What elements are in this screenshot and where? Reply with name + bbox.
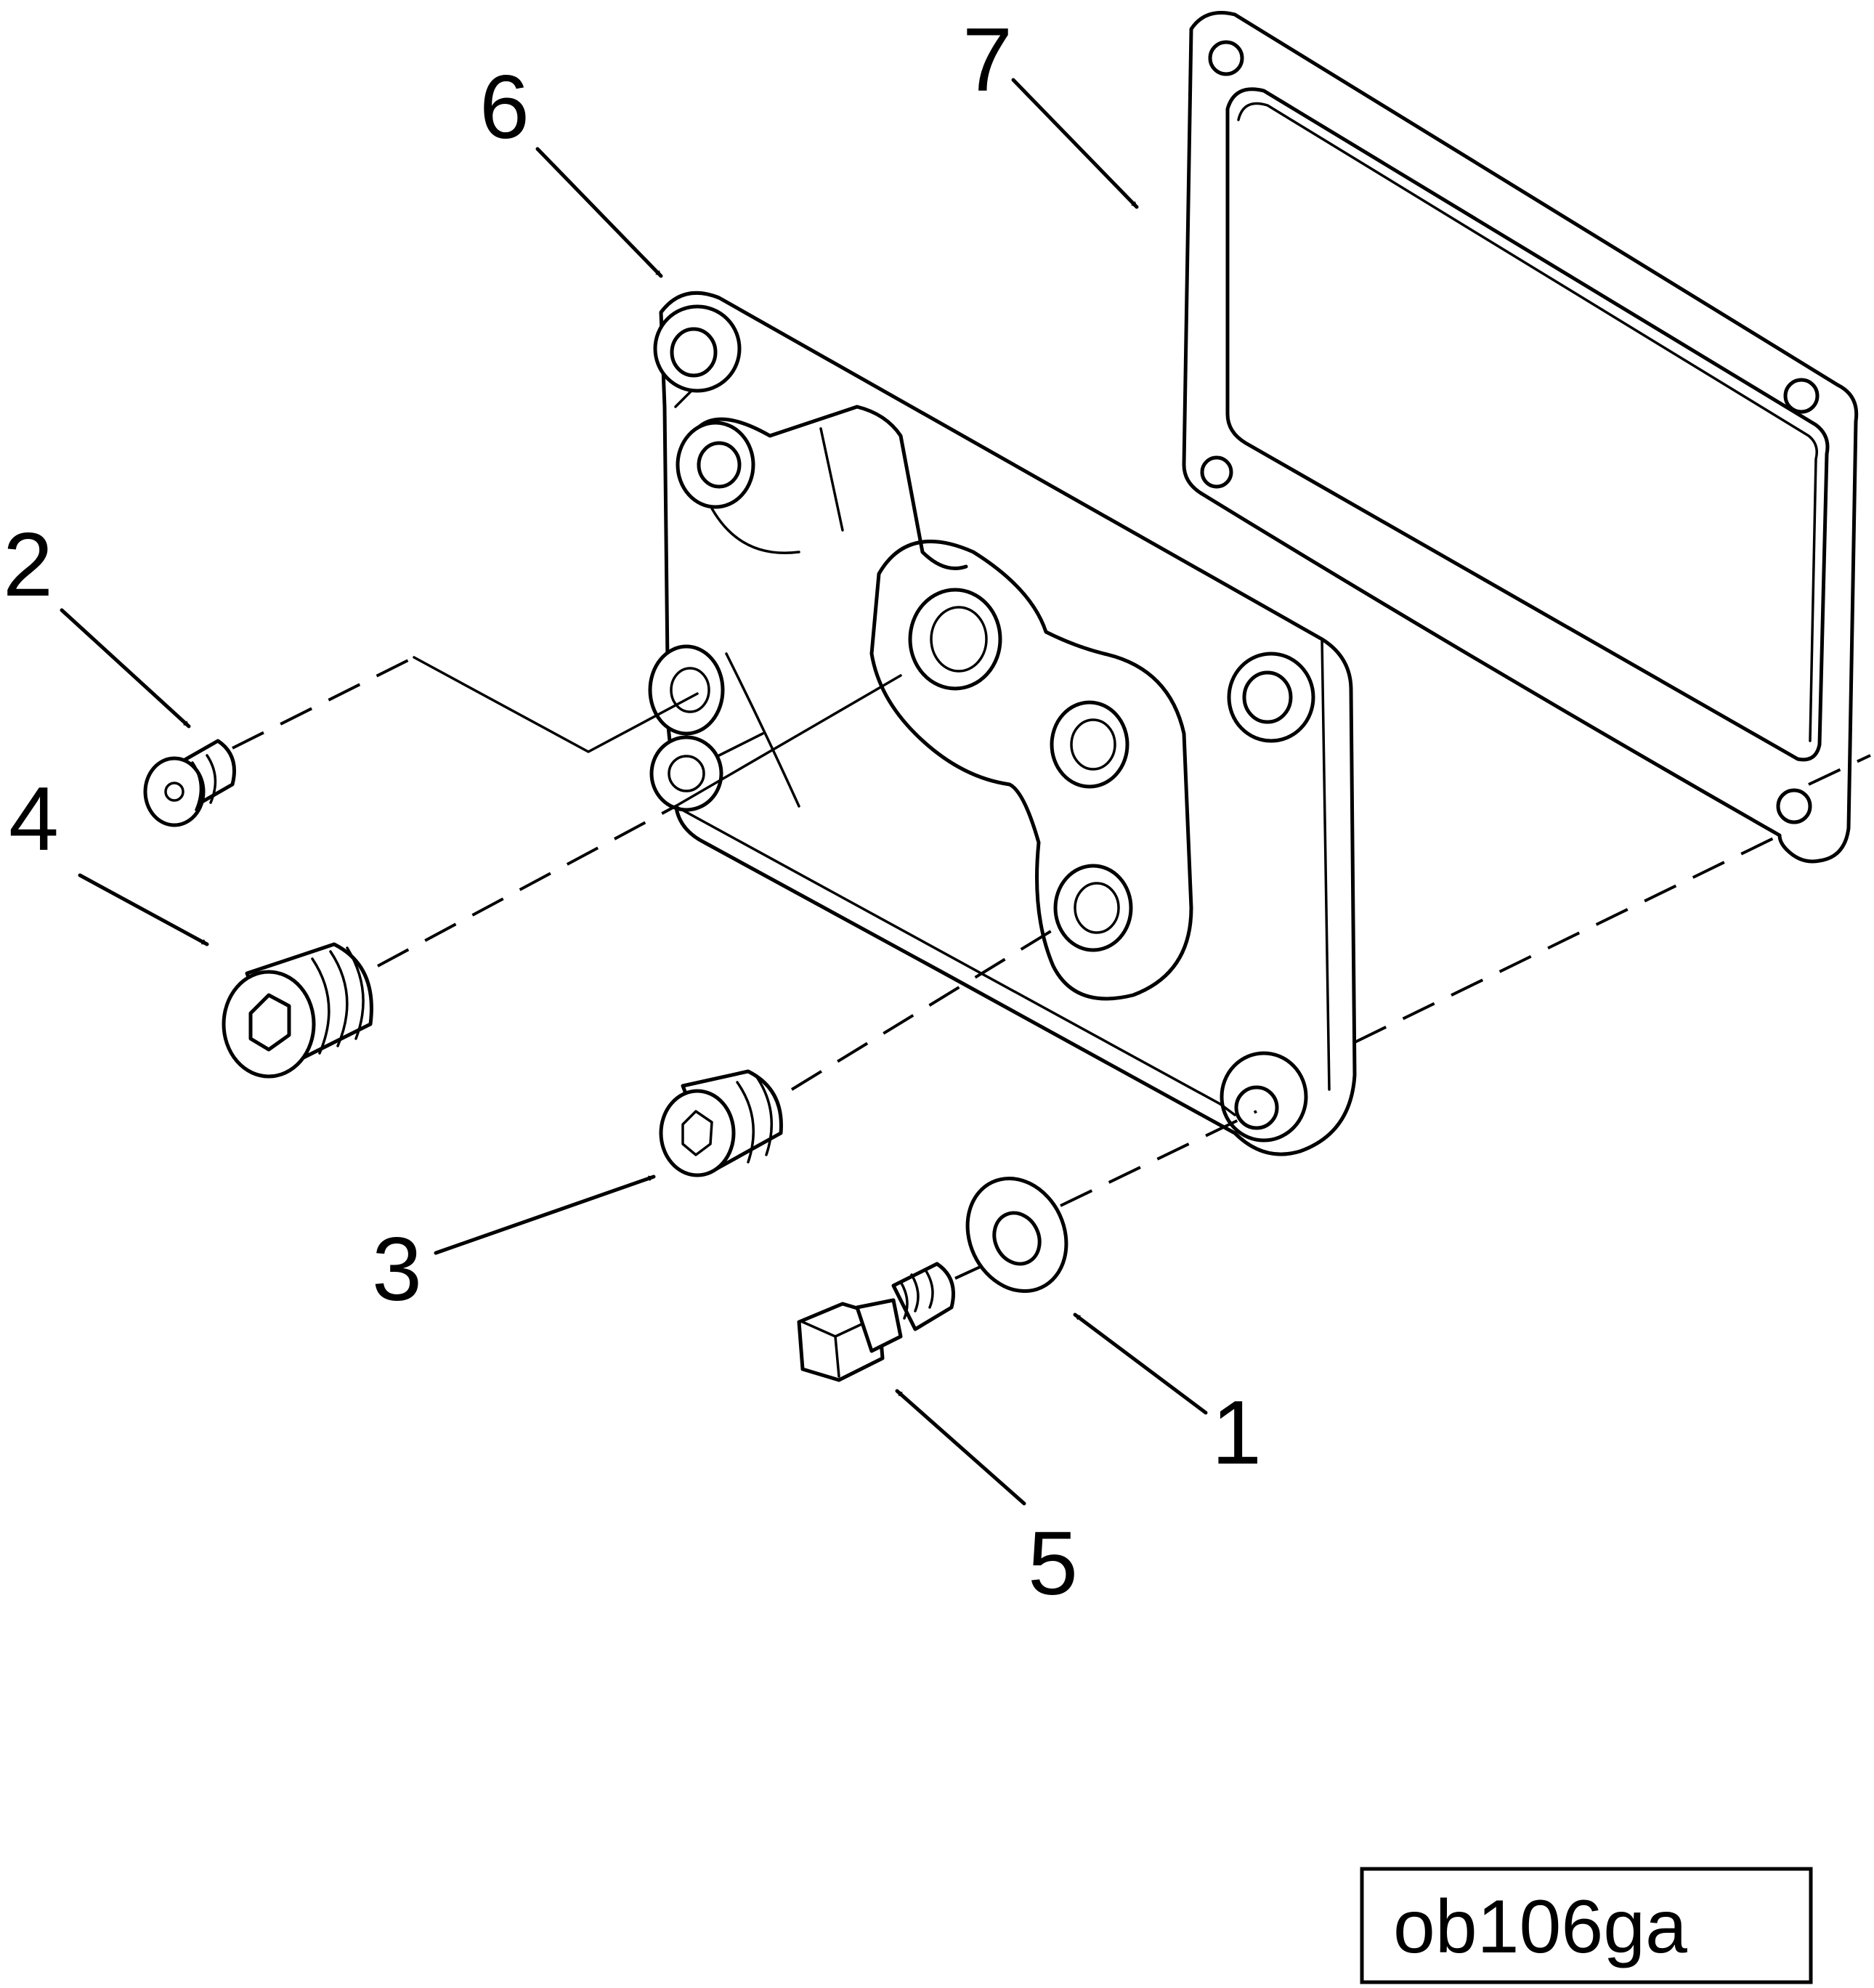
banjo-bolt: [797, 1262, 955, 1382]
mounting-boss: [1220, 1051, 1308, 1143]
callout-6: 6: [479, 57, 530, 158]
arrow-4: [78, 873, 209, 946]
small-plug: [143, 739, 236, 827]
reference-code: ob106ga: [1393, 1885, 1687, 1969]
arrow-2: [60, 608, 191, 729]
mounting-boss: [1227, 652, 1315, 743]
arrow-7: [1011, 78, 1139, 209]
large-plug: [222, 942, 373, 1079]
callout-arrows: [60, 78, 1208, 1506]
callout-2: 2: [3, 515, 53, 615]
gasket-bolt-hole: [1208, 40, 1244, 76]
medium-plug: [659, 1069, 783, 1177]
arrow-6: [535, 147, 663, 278]
washer: [965, 1176, 1068, 1294]
mounting-boss: [653, 304, 742, 393]
assembly-lines: [232, 656, 1871, 1280]
callout-labels: 1 2 3 4 5 6 7: [3, 10, 1262, 1614]
arrow-3: [434, 1174, 656, 1255]
arrow-1: [1073, 1313, 1208, 1415]
reference-code-box: ob106ga: [1360, 1867, 1813, 1984]
callout-4: 4: [9, 769, 59, 869]
gasket-bolt-hole: [1783, 378, 1820, 414]
cover-housing: [648, 291, 1357, 1156]
gasket-bolt-hole: [1200, 455, 1233, 489]
gasket-bolt-hole: [1776, 788, 1812, 824]
gasket: [1182, 11, 1859, 864]
callout-3: 3: [372, 1220, 422, 1320]
callout-5: 5: [1028, 1514, 1078, 1614]
callout-7: 7: [962, 10, 1013, 110]
callout-1: 1: [1212, 1383, 1262, 1483]
arrow-5: [895, 1389, 1026, 1506]
